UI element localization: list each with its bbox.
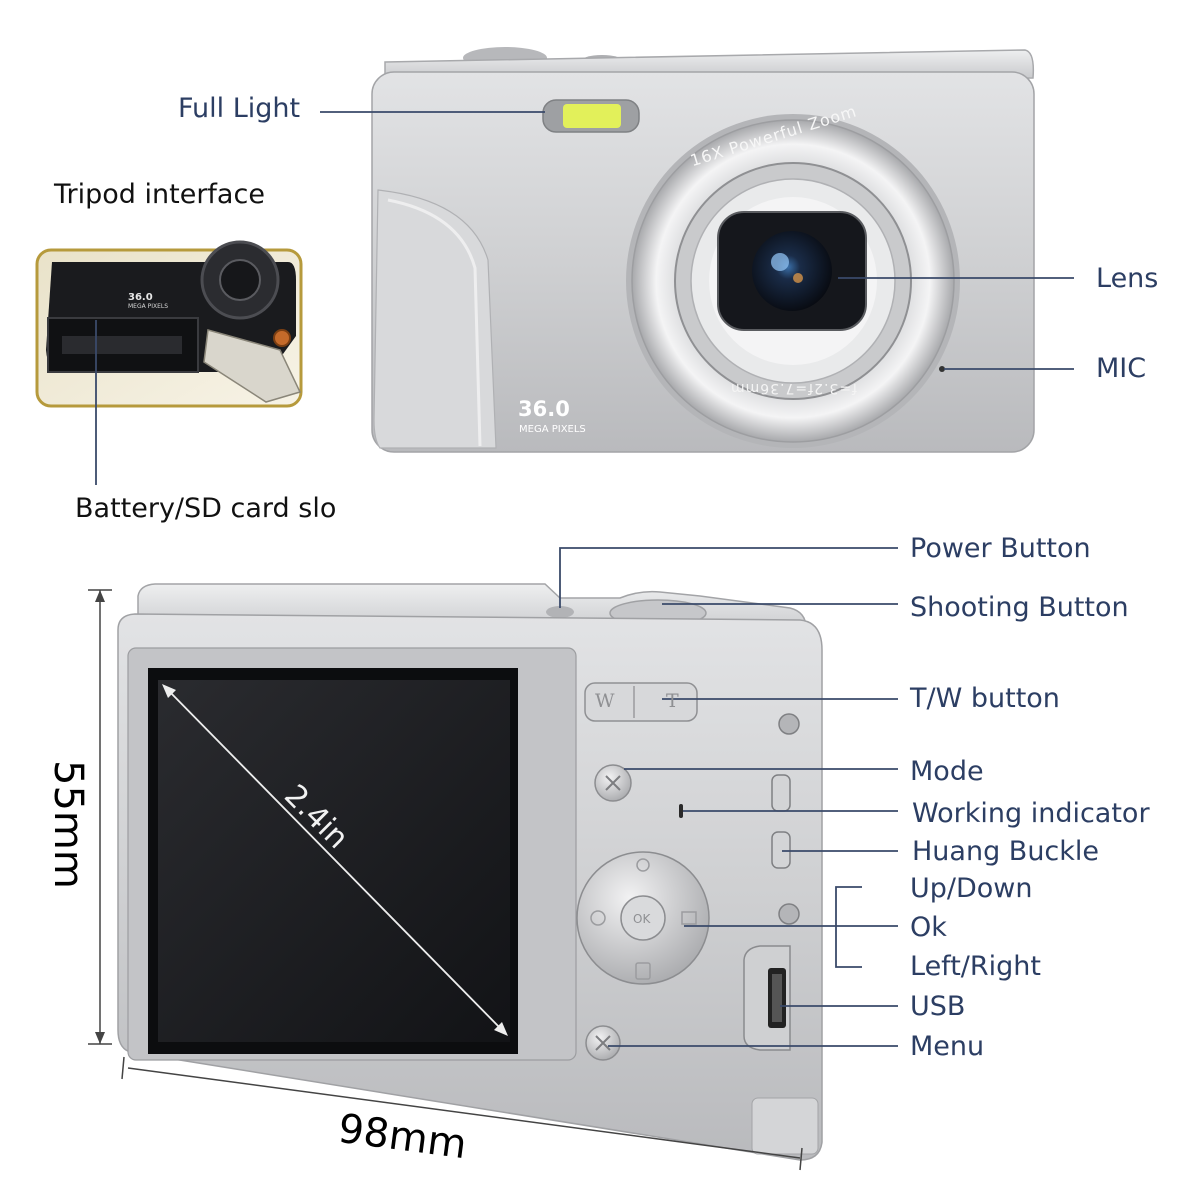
lens-glass (752, 231, 832, 311)
height-dimension: 55mm (45, 760, 91, 889)
label-mic: MIC (1096, 353, 1147, 384)
label-ok: Ok (910, 912, 947, 943)
label-working-indicator: Working indicator (912, 798, 1150, 829)
label-lens: Lens (1096, 263, 1159, 294)
flash-light (563, 104, 621, 128)
zoom-rocker[interactable] (584, 682, 698, 722)
zoom-w-label: W (595, 690, 615, 712)
label-usb: USB (910, 991, 966, 1022)
lens-spec-text: f=3.2f=7.36mm (730, 380, 858, 396)
label-shooting-button: Shooting Button (910, 592, 1129, 623)
front-megapixels: 36.0 (518, 397, 570, 421)
front-megapixels-caption: MEGA PIXELS (519, 424, 586, 435)
label-mode: Mode (910, 756, 984, 787)
label-menu: Menu (910, 1031, 985, 1062)
label-battery-slot: Battery/SD card slo (75, 493, 337, 524)
tripod-inset (35, 240, 303, 408)
label-tripod-interface: Tripod interface (54, 179, 265, 210)
label-left-right: Left/Right (910, 951, 1041, 982)
label-power-button: Power Button (910, 533, 1091, 564)
leader-lines (95, 111, 1074, 1047)
label-huang-buckle: Huang Buckle (912, 836, 1100, 867)
dimension-lines (88, 589, 803, 1171)
label-full-light: Full Light (178, 93, 301, 124)
ok-button[interactable] (620, 895, 666, 941)
label-tw-button: T/W button (910, 683, 1060, 714)
ok-button-text: OK (633, 912, 651, 926)
front-camera (371, 47, 1035, 453)
back-camera (117, 583, 823, 1161)
inset-megapixels-caption: MEGA PIXELS (128, 303, 169, 310)
inset-megapixels: 36.0 (128, 292, 153, 303)
label-up-down: Up/Down (910, 873, 1033, 904)
zoom-t-label: T (666, 690, 679, 712)
